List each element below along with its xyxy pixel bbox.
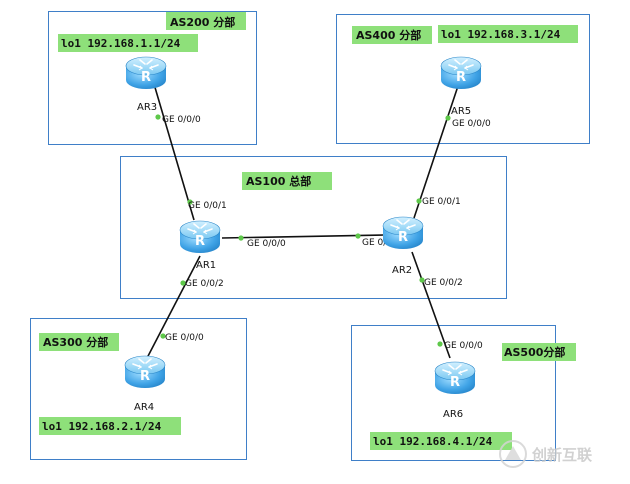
loopback-label-ar5: lo1 192.168.3.1/24 xyxy=(441,28,561,41)
link-ar5-ar2 xyxy=(413,85,459,219)
port-label-ar5-ge000: GE 0/0/0 xyxy=(452,119,491,129)
router-icon xyxy=(434,361,476,395)
area-box-as300 xyxy=(30,318,247,460)
port-dot-ar5-ge000 xyxy=(445,115,451,121)
port-label-ar6-ge000: GE 0/0/0 xyxy=(444,341,483,351)
router-name-ar4: AR4 xyxy=(134,402,154,413)
area-label-as400: AS400 分部 xyxy=(356,28,421,42)
router-name-ar1: AR1 xyxy=(196,260,216,271)
area-box-as500 xyxy=(351,325,556,461)
loopback-tag-ar6-bg xyxy=(370,432,512,450)
area-label-as100: AS100 总部 xyxy=(246,174,311,188)
port-dot-ar2-ge001 xyxy=(416,198,422,204)
router-icon xyxy=(125,56,167,90)
watermark: 创新互联 xyxy=(499,440,593,468)
loopback-tag-ar5-bg xyxy=(438,25,578,43)
router-icon xyxy=(124,355,166,389)
port-dot-ar4-ge000 xyxy=(160,333,166,339)
router-icon xyxy=(179,220,221,254)
port-dot-ar1-ge002 xyxy=(180,280,186,286)
area-box-as100 xyxy=(120,156,507,299)
area-box-as400 xyxy=(336,14,590,144)
loopback-tag-ar4-bg xyxy=(39,417,181,435)
port-dot-ar2-ge000 xyxy=(355,233,361,239)
area-tag-as300-bg xyxy=(39,333,119,351)
port-label-ar1-ge001: GE 0/0/1 xyxy=(188,201,227,211)
link-ar2-ar6 xyxy=(411,251,451,359)
port-dot-ar1-ge001 xyxy=(187,199,193,205)
loopback-label-ar4: lo1 192.168.2.1/24 xyxy=(42,420,162,433)
area-tag-as200-bg xyxy=(166,12,246,30)
area-tag-as100-bg xyxy=(242,172,332,190)
link-ar3-ar1 xyxy=(153,83,195,221)
router-name-ar2: AR2 xyxy=(392,265,412,276)
router-name-ar6: AR6 xyxy=(443,409,463,420)
router-name-ar3: AR3 xyxy=(137,102,157,113)
port-label-ar2-ge000: GE 0/0/0 xyxy=(362,238,401,248)
area-tag-as400-bg xyxy=(352,26,432,44)
port-dot-ar3-ge000 xyxy=(155,114,161,120)
router-name-ar5: AR5 xyxy=(451,106,471,117)
port-dot-ar6-ge000 xyxy=(437,341,443,347)
router-ar4[interactable]: AR4 xyxy=(124,355,166,413)
loopback-label-ar3: lo1 192.168.1.1/24 xyxy=(61,37,181,50)
router-ar5[interactable]: AR5 xyxy=(440,56,482,117)
port-label-ar3-ge000: GE 0/0/0 xyxy=(162,115,201,125)
area-label-as300: AS300 分部 xyxy=(43,335,108,349)
router-icon xyxy=(440,56,482,90)
port-label-ar4-ge000: GE 0/0/0 xyxy=(165,333,204,343)
area-label-as500: AS500分部 xyxy=(504,345,565,359)
port-dot-ar1-ge000 xyxy=(238,235,244,241)
link-ar1-ar4 xyxy=(145,255,201,361)
router-icon xyxy=(382,216,424,250)
area-tag-as500-bg xyxy=(502,343,576,361)
loopback-label-ar6: lo1 192.168.4.1/24 xyxy=(373,435,493,448)
router-ar3[interactable]: AR3 xyxy=(125,56,167,113)
loopback-tag-ar3-bg xyxy=(58,34,198,52)
port-label-ar1-ge002: GE 0/0/2 xyxy=(185,279,224,289)
router-ar6[interactable]: AR6 xyxy=(434,361,476,420)
port-label-ar2-ge001: GE 0/0/1 xyxy=(422,197,461,207)
router-ar2[interactable]: AR2 xyxy=(382,216,424,276)
port-label-ar1-ge000: GE 0/0/0 xyxy=(247,239,286,249)
area-label-as200: AS200 分部 xyxy=(170,15,235,29)
watermark-text: 创新互联 xyxy=(531,446,593,464)
port-dot-ar2-ge002 xyxy=(419,277,425,283)
area-box-as200 xyxy=(48,11,257,145)
port-label-ar2-ge002: GE 0/0/2 xyxy=(424,278,463,288)
brand-logo-icon xyxy=(499,440,527,468)
router-ar1[interactable]: AR1 xyxy=(179,220,221,271)
